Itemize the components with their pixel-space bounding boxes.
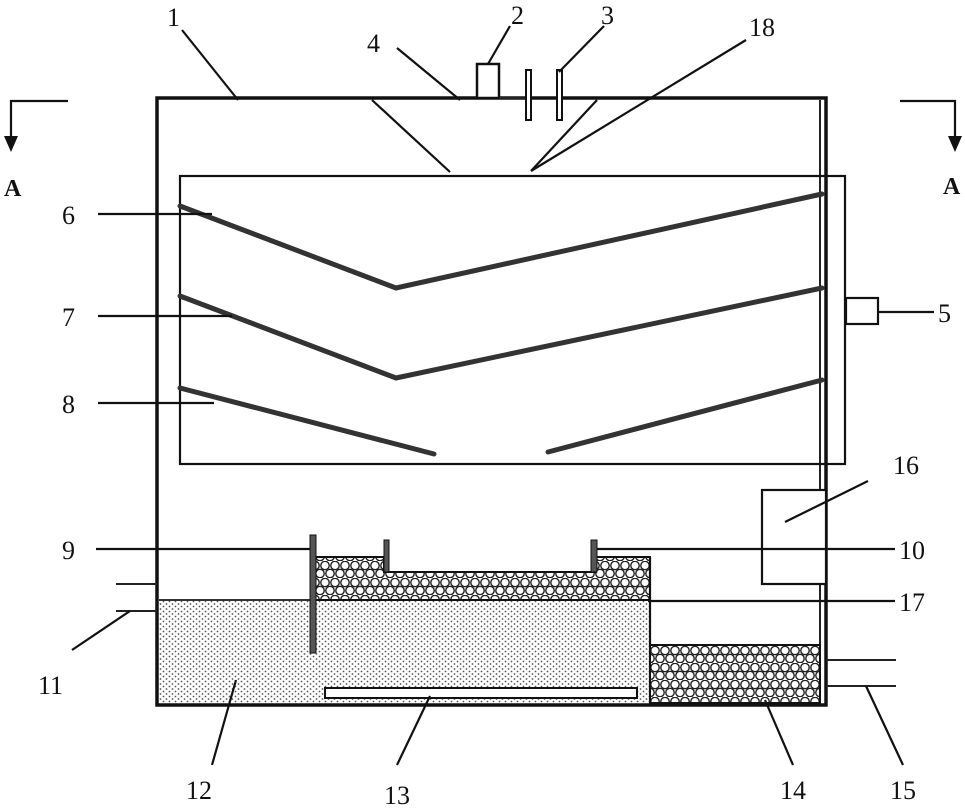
bottom-plate-13	[324, 687, 638, 699]
plate-8-right	[545, 377, 825, 455]
label-17: 17	[899, 588, 925, 617]
label-13: 13	[384, 781, 410, 808]
leader-18a	[530, 39, 747, 172]
leader-1	[181, 29, 239, 101]
leader-18b	[530, 99, 598, 172]
leader-3	[558, 25, 605, 73]
section-arrow-right	[900, 99, 957, 140]
plate-6	[177, 191, 825, 291]
valve-flange-left	[525, 69, 532, 121]
liquid-12	[159, 600, 650, 703]
label-4: 4	[367, 29, 380, 58]
section-label-right: A	[943, 174, 961, 200]
leader-16	[784, 480, 869, 523]
label-6: 6	[62, 201, 75, 230]
label-5: 5	[938, 299, 951, 328]
box-16	[760, 488, 828, 586]
leader-4a	[396, 47, 461, 101]
leader-12	[210, 679, 238, 766]
label-10: 10	[899, 536, 925, 565]
label-11: 11	[38, 671, 63, 700]
label-12: 12	[186, 776, 212, 805]
label-1: 1	[167, 3, 180, 32]
section-arrowhead-left	[4, 136, 18, 152]
section-arrow-left	[9, 99, 68, 140]
packing-17	[311, 556, 651, 601]
electrode-9	[309, 534, 317, 654]
electrode-10	[590, 539, 598, 573]
plate-7	[177, 285, 825, 381]
label-18: 18	[749, 13, 775, 42]
pebble-bed-14	[649, 644, 821, 704]
plate-8-left	[177, 385, 437, 457]
section-label-left: A	[4, 176, 22, 202]
top-pipe	[475, 62, 501, 100]
leader-14	[763, 699, 795, 766]
label-15: 15	[890, 776, 916, 805]
leader-11	[71, 610, 131, 651]
label-7: 7	[62, 303, 75, 332]
electrode-mid	[383, 539, 390, 573]
side-port	[844, 296, 880, 326]
label-8: 8	[62, 390, 75, 419]
inner-box	[178, 174, 847, 466]
label-2: 2	[511, 1, 524, 30]
valve-flange-right	[556, 69, 563, 121]
leader-2	[487, 25, 511, 65]
leader-15	[865, 685, 904, 766]
leader-13	[396, 695, 431, 766]
label-3: 3	[601, 1, 614, 30]
leader-4b	[371, 99, 451, 173]
label-16: 16	[893, 451, 919, 480]
label-9: 9	[62, 536, 75, 565]
label-14: 14	[780, 776, 806, 805]
section-arrowhead-right	[948, 136, 962, 152]
